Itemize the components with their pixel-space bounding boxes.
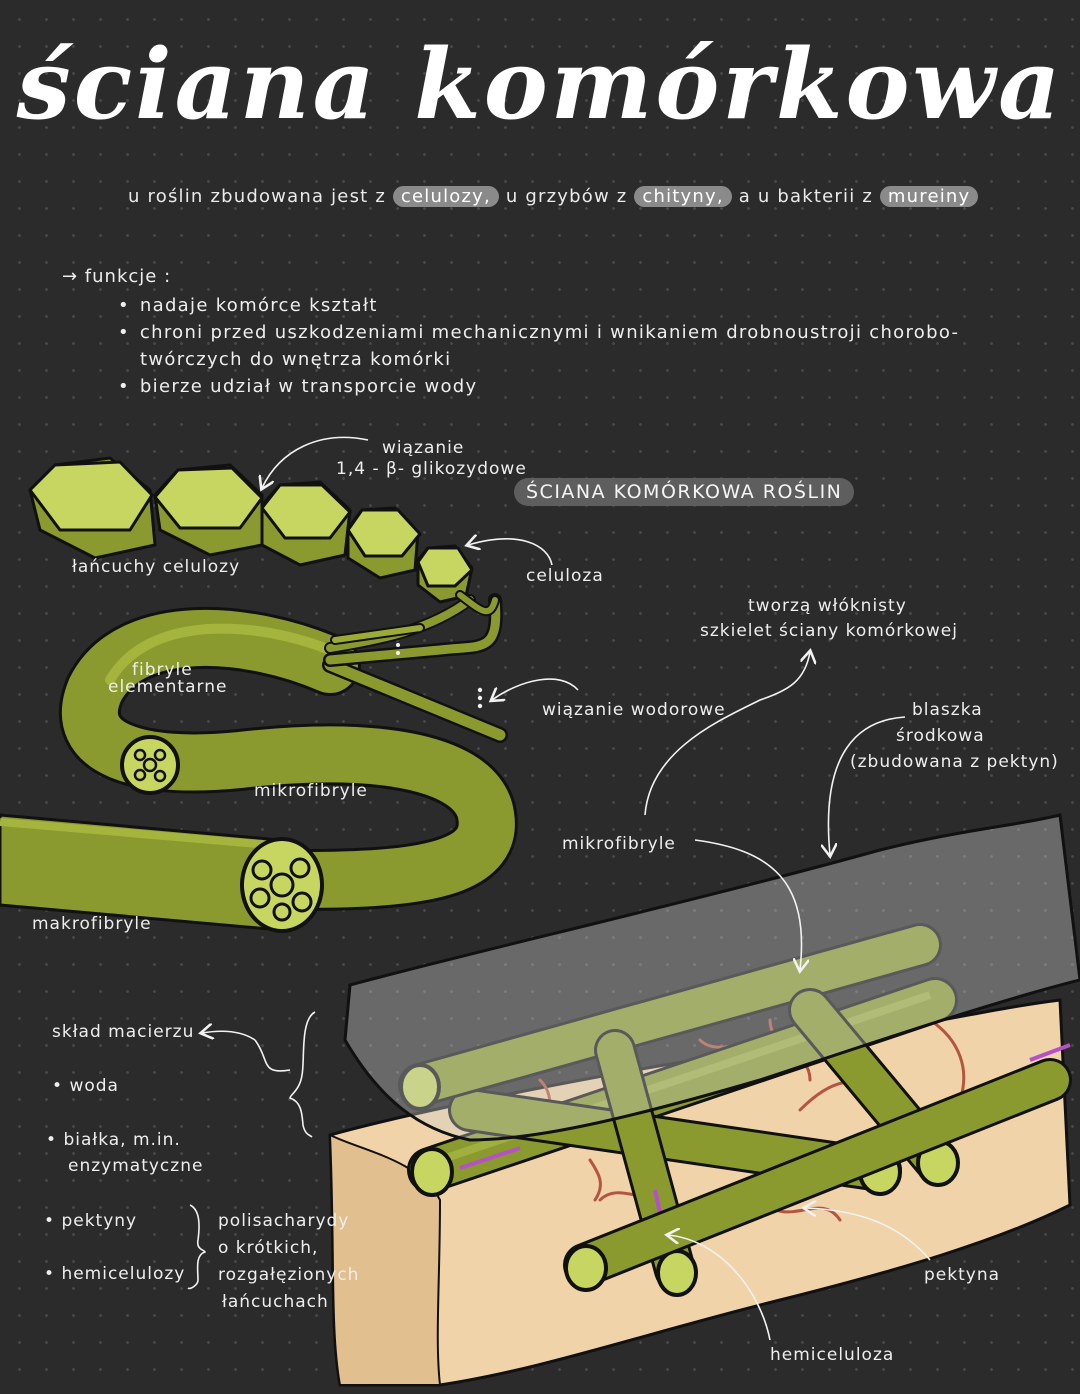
- label-skeleton-2: szkielet ściany komórkowej: [700, 621, 958, 641]
- label-hydrogen-bond: wiązanie wodorowe: [542, 700, 726, 720]
- hydrogen-bond-dots: [396, 643, 483, 709]
- list-item: bierze udział w transporcie wody: [118, 373, 959, 400]
- label-cellulose: celuloza: [526, 566, 604, 586]
- list-item: twórczych do wnętrza komórki: [140, 349, 452, 370]
- label-fibrils: fibryle: [132, 660, 193, 680]
- cell-wall-block: [328, 813, 1080, 1387]
- label-proteins: • białka, m.in.: [46, 1130, 181, 1150]
- label-polysaccharides-3: rozgałęzionych: [218, 1265, 360, 1285]
- label-water: • woda: [52, 1076, 119, 1096]
- middle-lamella: [343, 813, 1080, 1142]
- macrofibril: [0, 813, 324, 933]
- label-macrofibrils: makrofibryle: [32, 914, 152, 934]
- cellulose-hexagon-chain: [28, 456, 474, 604]
- label-pectins: • pektyny: [44, 1211, 138, 1231]
- label-fibrils-2: elementarne: [108, 677, 228, 697]
- label-polysaccharides-4: łańcuchach: [222, 1292, 329, 1312]
- highlight-murein: mureiny: [879, 186, 979, 207]
- label-lamella-1: blaszka: [912, 700, 983, 720]
- annotation-arrows: [187, 436, 931, 1341]
- intro-text: u roślin zbudowana jest z celulozy, u gr…: [128, 186, 979, 207]
- section-label: ŚCIANA KOMÓRKOWA ROŚLIN: [514, 478, 855, 506]
- label-microfibrils-2: mikrofibryle: [562, 834, 676, 854]
- list-item: nadaje komórce kształt: [118, 292, 959, 319]
- label-hemicellulose: hemiceluloza: [770, 1345, 895, 1365]
- label-lamella-3: (zbudowana z pektyn): [850, 752, 1059, 772]
- list-item: chroni przed uszkodzeniami mechanicznymi…: [118, 319, 959, 346]
- functions-list: nadaje komórce kształt chroni przed uszk…: [118, 292, 959, 400]
- highlight-cellulose: celulozy,: [392, 186, 499, 207]
- label-hemicelluloses: • hemicelulozy: [44, 1264, 186, 1284]
- label-skeleton-1: tworzą włóknisty: [748, 596, 907, 616]
- label-glycosidic-2: 1,4 - β- glikozydowe: [336, 459, 527, 479]
- label-proteins-2: enzymatyczne: [68, 1156, 204, 1176]
- microfibril-cross-section: [120, 735, 180, 795]
- label-polysaccharides-1: polisacharydy: [218, 1211, 350, 1231]
- label-polysaccharides-2: o krótkich,: [218, 1238, 319, 1258]
- microfibril-tube: [59, 606, 518, 911]
- label-glycosidic: wiązanie: [382, 438, 465, 458]
- label-matrix: skład macierzu: [52, 1022, 195, 1042]
- label-lamella-2: środkowa: [896, 726, 985, 746]
- label-microfibrils: mikrofibryle: [254, 781, 368, 801]
- microfibril-rods: [398, 923, 1072, 1297]
- functions-header: → funkcje :: [62, 266, 172, 287]
- highlight-chitin: chityny,: [634, 186, 732, 207]
- label-pectin: pektyna: [924, 1265, 1001, 1285]
- elementary-fibrils: [322, 593, 508, 743]
- page-title: ściana komórkowa: [16, 28, 1064, 141]
- label-cellulose-chains: łańcuchy celulozy: [72, 557, 241, 577]
